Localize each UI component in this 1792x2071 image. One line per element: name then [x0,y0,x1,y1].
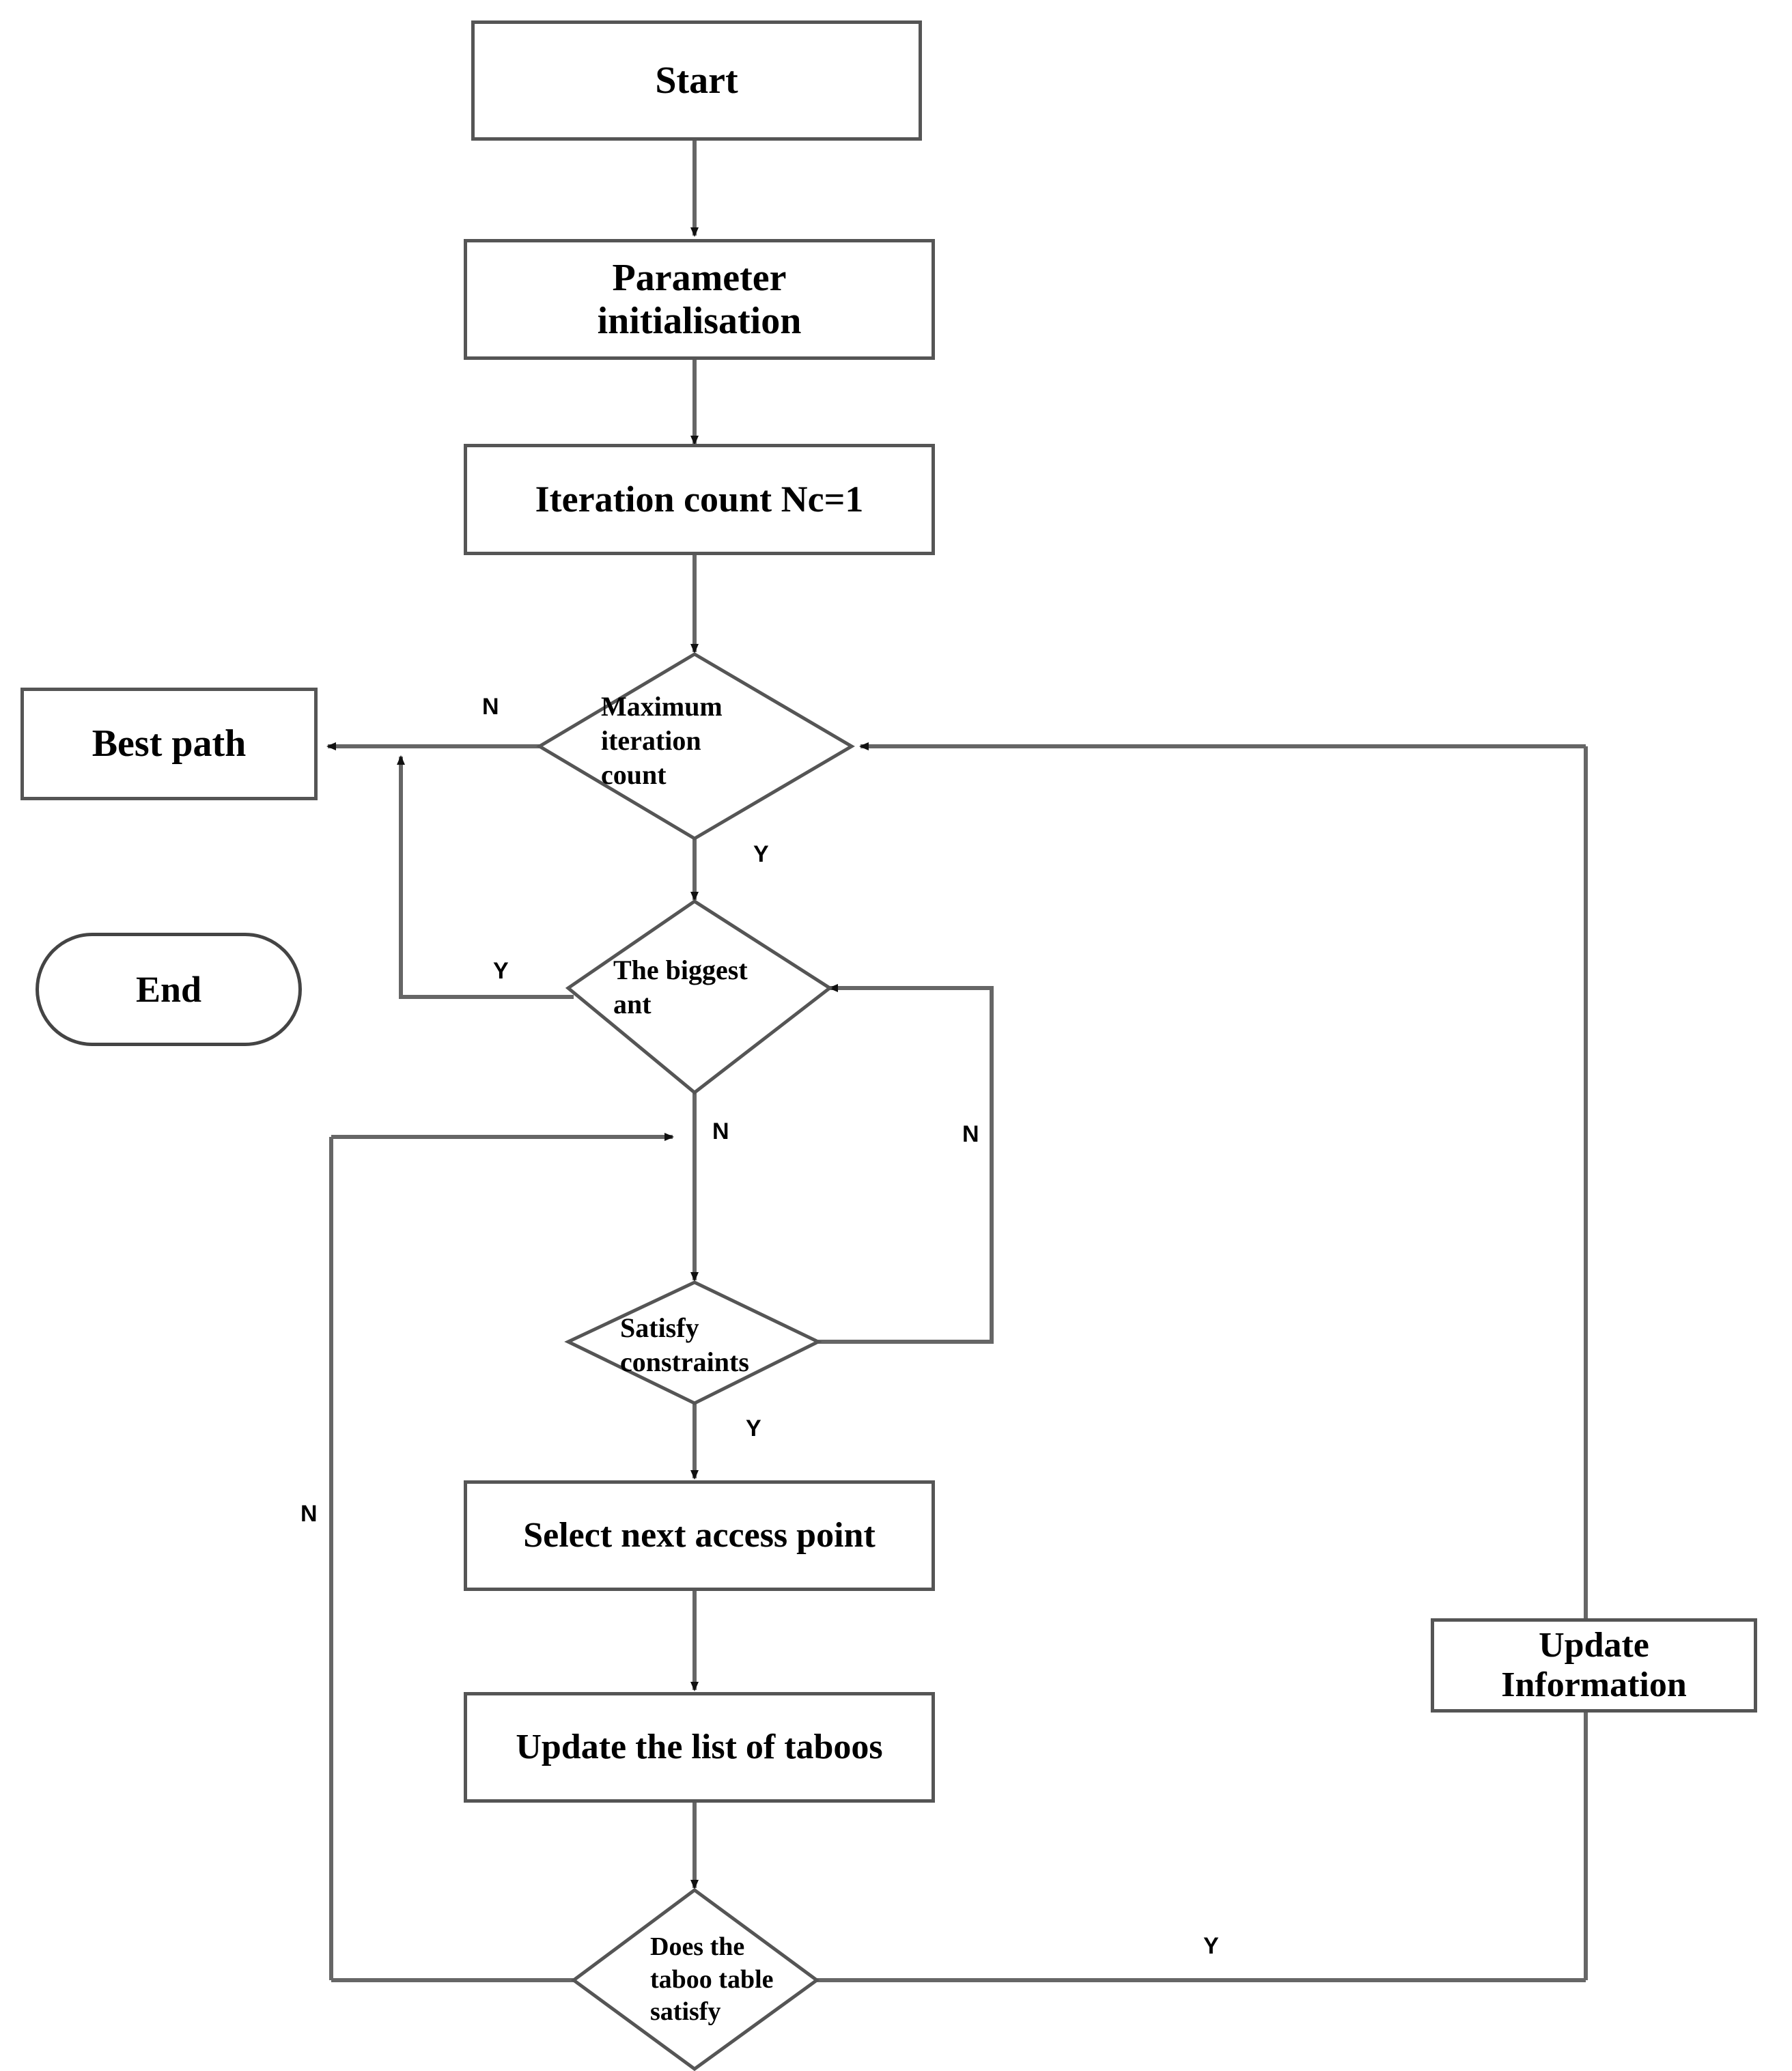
node-end-label: End [135,968,202,1010]
edge-label-taboo-yes: Y [1203,1933,1219,1959]
node-update-information-line1: Update [1539,1625,1649,1665]
edge-label-biggest-ant-no: N [712,1118,729,1144]
edge-label-satisfy-yes: Y [746,1415,761,1441]
node-parameter-initialisation-line2: initialisation [597,299,802,342]
diamond-the-biggest-ant [565,899,833,1095]
node-best-path[interactable]: Best path [20,688,318,800]
node-start[interactable]: Start [471,20,922,141]
node-end[interactable]: End [36,933,302,1046]
node-update-information[interactable]: Update Information [1431,1618,1757,1713]
node-parameter-initialisation-line1: Parameter [612,256,787,299]
diamond-taboo-table-satisfy [570,1887,820,2071]
edge-label-max-iter-no: N [482,694,499,720]
node-parameter-initialisation[interactable]: Parameter initialisation [464,239,935,360]
node-select-next-access-point-label: Select next access point [523,1515,876,1555]
node-update-list-of-taboos[interactable]: Update the list of taboos [464,1692,935,1803]
edge-label-taboo-no: N [300,1501,318,1527]
edge-label-max-iter-yes: Y [753,841,769,867]
node-iteration-count[interactable]: Iteration count Nc=1 [464,444,935,555]
diamond-maximum-iteration-count [536,652,855,841]
node-update-information-line2: Information [1501,1665,1687,1704]
diamond-satisfy-constraints [564,1280,822,1405]
node-start-label: Start [655,59,738,102]
node-select-next-access-point[interactable]: Select next access point [464,1480,935,1591]
edge-label-satisfy-no: N [962,1121,979,1147]
node-best-path-label: Best path [92,722,247,765]
node-update-list-of-taboos-label: Update the list of taboos [516,1727,883,1766]
node-iteration-count-label: Iteration count Nc=1 [535,479,864,520]
edge-label-biggest-ant-yes: Y [493,958,509,984]
